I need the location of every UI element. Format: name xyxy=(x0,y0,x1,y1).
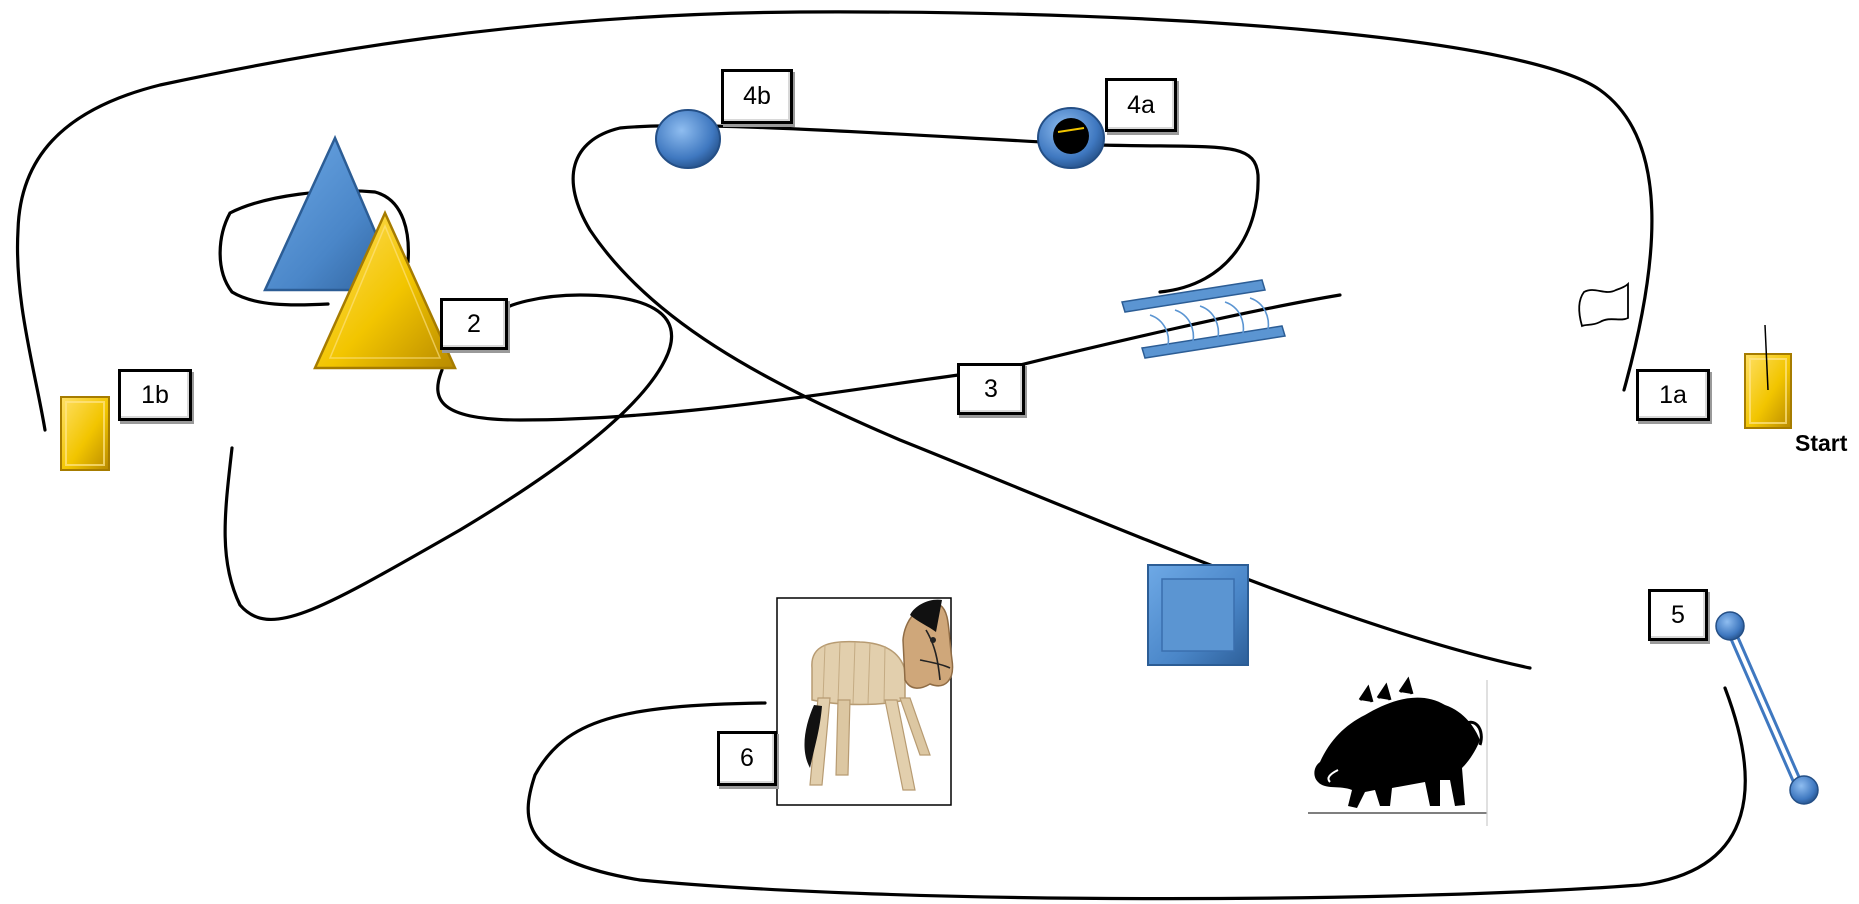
flag-icon xyxy=(1578,281,1629,328)
label-2: 2 xyxy=(440,298,508,350)
label-6: 6 xyxy=(717,731,777,786)
start-label: Start xyxy=(1795,430,1848,456)
obstacle-1a-block xyxy=(1744,324,1792,429)
wooden-horse xyxy=(776,597,954,806)
obstacle-4b-ball xyxy=(655,109,721,169)
obstacle-blue-square xyxy=(1147,564,1249,666)
label-4a: 4a xyxy=(1105,78,1177,132)
label-4b: 4b xyxy=(721,69,793,124)
label-5: 5 xyxy=(1648,589,1708,641)
obstacle-4a-ring xyxy=(1037,107,1105,169)
label-3: 3 xyxy=(957,363,1025,415)
course-path xyxy=(15,10,1747,901)
obstacle-3-fence xyxy=(1121,279,1286,359)
boar-silhouette xyxy=(1308,676,1488,826)
label-1b: 1b xyxy=(118,369,192,421)
obstacle-1b-block xyxy=(60,396,110,471)
label-1a: 1a xyxy=(1636,369,1710,421)
obstacle-2-triangles xyxy=(263,134,457,370)
obstacle-5-poles xyxy=(1715,611,1819,805)
